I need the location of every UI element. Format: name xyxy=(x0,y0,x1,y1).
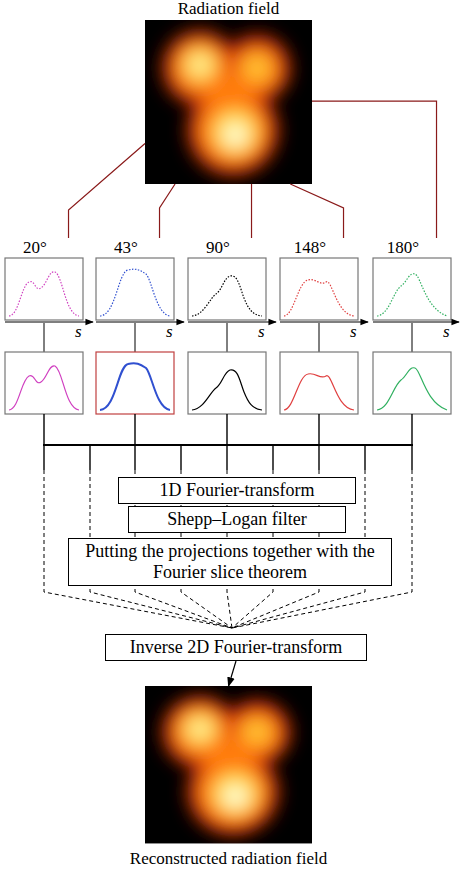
projection-line xyxy=(160,184,176,238)
field-image: Reconstructed radiation field xyxy=(118,686,339,870)
field-image: Radiation field xyxy=(145,0,312,184)
projection-plot: 148° s xyxy=(278,238,369,342)
projection-plot: 90° s xyxy=(186,238,277,342)
projection-plot: 20° s xyxy=(3,238,94,342)
angle-label: 43° xyxy=(94,239,158,257)
angle-label: 20° xyxy=(3,239,67,257)
reconstructed-image xyxy=(145,686,312,843)
bus-lines xyxy=(43,414,413,470)
box-label: 1D Fourier-transform xyxy=(159,480,314,501)
filtered-projection-row xyxy=(5,352,451,414)
projection-plot: 43° s xyxy=(94,238,185,342)
radiation-field-image xyxy=(145,20,312,184)
process-box: Putting the projections together with th… xyxy=(68,538,392,586)
box-label: Putting the projections together with th… xyxy=(81,541,379,582)
axis-label: s xyxy=(443,323,450,341)
image-caption: Reconstructed radiation field xyxy=(118,850,339,868)
row-link xyxy=(44,323,412,352)
box-label: Shepp–Logan filter xyxy=(167,509,306,530)
projection-line xyxy=(312,101,437,238)
s-axis xyxy=(5,321,459,322)
projection-line xyxy=(251,184,252,238)
dashed-lines xyxy=(44,470,412,628)
projection-line xyxy=(290,184,343,238)
axis-label: s xyxy=(350,323,357,341)
axis-label: s xyxy=(75,323,82,341)
image-caption: Radiation field xyxy=(145,0,312,18)
angle-label: 180° xyxy=(371,239,435,257)
axis-label: s xyxy=(166,323,173,341)
projection-plot: 180° s xyxy=(371,238,462,342)
flow-arrow xyxy=(229,661,237,686)
angle-label: 90° xyxy=(186,239,250,257)
projection-row xyxy=(5,258,451,320)
angle-label: 148° xyxy=(278,239,342,257)
process-box: Shepp–Logan filter xyxy=(128,506,346,533)
axis-label: s xyxy=(258,323,265,341)
box-label: Inverse 2D Fourier-transform xyxy=(130,637,343,658)
projection-line xyxy=(69,144,145,238)
process-box: 1D Fourier-transform xyxy=(118,477,356,504)
process-box: Inverse 2D Fourier-transform xyxy=(105,634,367,661)
